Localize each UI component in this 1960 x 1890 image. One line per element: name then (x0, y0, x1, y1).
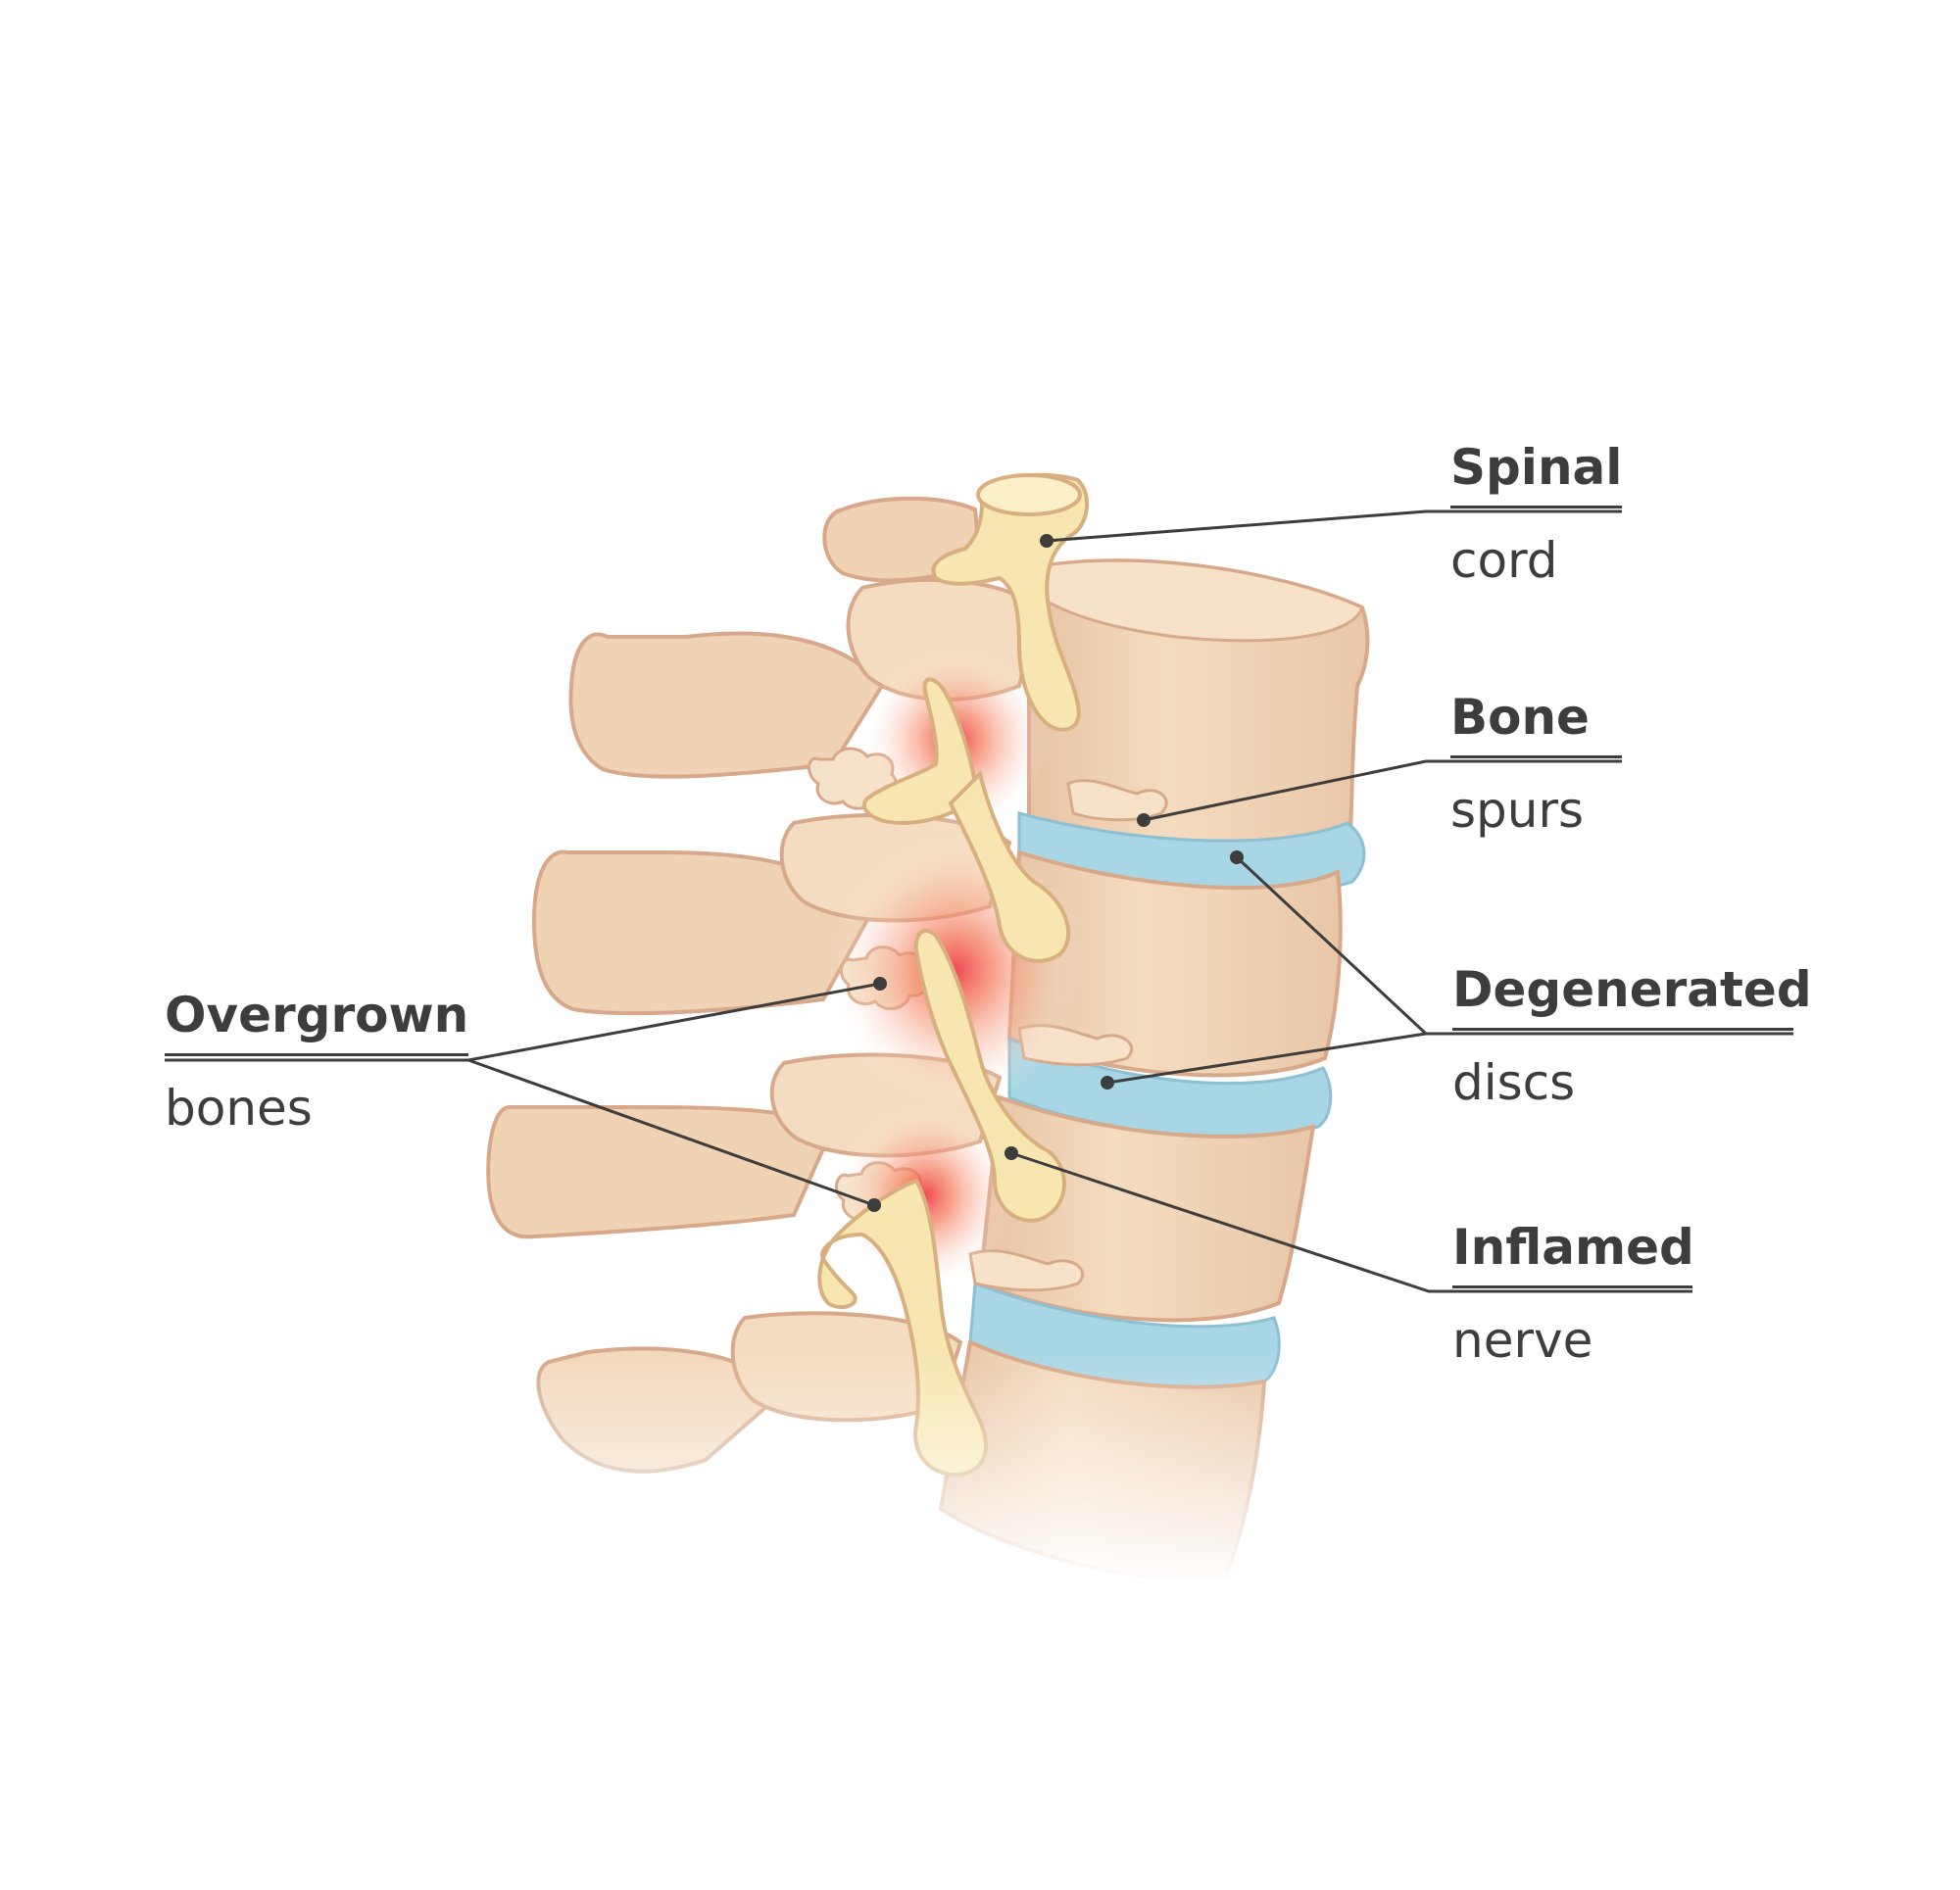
nerve-stalk-1 (948, 770, 1071, 963)
label-spinal-cord-rule (1450, 506, 1622, 509)
label-spinal-cord: Spinal cord (1450, 443, 1622, 585)
label-degenerated-discs: Degenerated discs (1452, 961, 1812, 1111)
label-degenerated-discs-title: Degenerated (1452, 961, 1812, 1018)
leader-overgrown-b (467, 1058, 875, 1207)
label-inflamed-nerve-subtitle: nerve (1452, 1312, 1593, 1369)
leader-bone-spurs (1143, 759, 1622, 822)
dot-degenerated-discs-a (1230, 850, 1244, 864)
label-degenerated-discs-subtitle: discs (1452, 1054, 1576, 1111)
bone-spur-6 (968, 1249, 1085, 1292)
leader-dots (867, 534, 1244, 1212)
leader-lines (165, 509, 1793, 1293)
label-bone-spurs-rule (1450, 755, 1622, 758)
label-bone-spurs: Bone spurs (1450, 693, 1622, 835)
vertebral-body-2 (1006, 849, 1343, 1078)
dot-overgrown-b (867, 1198, 881, 1212)
leader-degenerated-discs-b (1106, 1032, 1427, 1085)
dot-bone-spurs (1137, 813, 1151, 827)
label-overgrown-bones-subtitle: bones (165, 1080, 313, 1137)
bottom-fade (490, 1352, 1333, 1587)
label-overgrown-bones-title: Overgrown (165, 987, 469, 1043)
label-spinal-cord-title: Spinal (1450, 439, 1623, 496)
label-inflamed-nerve-rule (1452, 1285, 1692, 1288)
leader-spinal-cord (1046, 509, 1622, 543)
label-bone-spurs-title: Bone (1450, 689, 1590, 746)
leader-inflamed-nerve (1010, 1151, 1692, 1293)
label-inflamed-nerve-title: Inflamed (1452, 1219, 1694, 1276)
dot-inflamed-nerve (1004, 1146, 1018, 1160)
dot-degenerated-discs-b (1101, 1076, 1114, 1090)
transverse-process-3 (486, 1105, 836, 1239)
bone-spur-4 (1066, 779, 1168, 822)
dot-spinal-cord (1040, 534, 1054, 548)
spinal-cord-top-cap (976, 473, 1082, 516)
vertebral-body-1-top (1027, 558, 1364, 643)
label-overgrown-bones-rule (165, 1053, 468, 1056)
label-degenerated-discs-rule (1452, 1028, 1793, 1031)
dot-overgrown-a (873, 977, 887, 991)
label-inflamed-nerve: Inflamed nerve (1452, 1219, 1694, 1369)
label-spinal-cord-subtitle: cord (1450, 532, 1558, 589)
label-overgrown-bones: Overgrown bones (165, 991, 468, 1133)
transverse-process-1 (568, 631, 885, 779)
nerve-root-2 (913, 929, 1066, 1223)
label-bone-spurs-subtitle: spurs (1450, 782, 1585, 839)
